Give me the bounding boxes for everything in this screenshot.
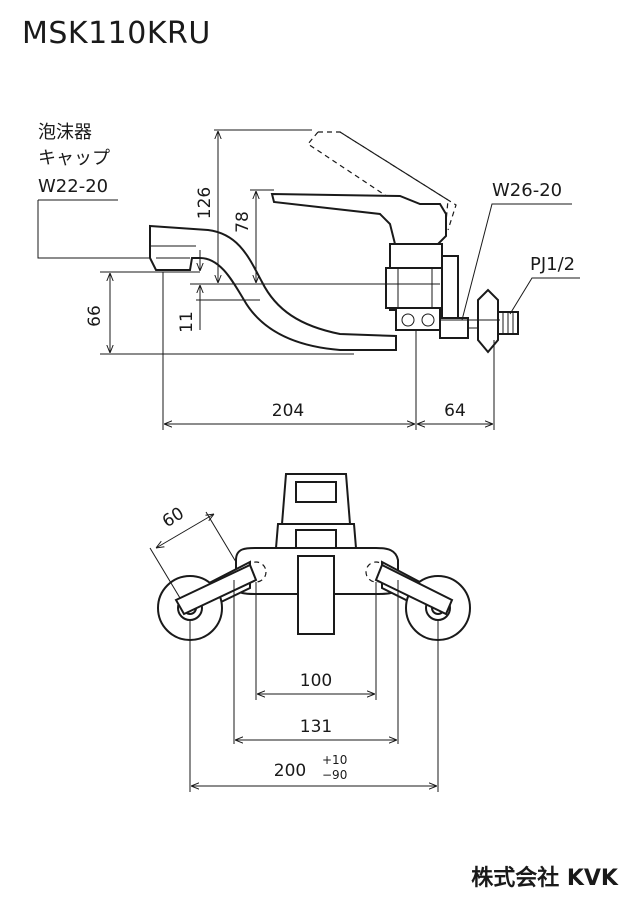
- dim-78-label: 78: [233, 211, 253, 233]
- dim-66-label: 66: [85, 305, 105, 327]
- pipe-leader: [509, 277, 580, 315]
- dim-64-label: 64: [444, 401, 466, 421]
- dim-204-label: 204: [272, 401, 304, 421]
- company-logo: 株式会社 KVK: [471, 866, 618, 891]
- aerator-thread-label: W22-20: [38, 176, 108, 197]
- dim-11-label: 11: [177, 311, 197, 333]
- inlet-thread-label: W26-20: [492, 180, 562, 201]
- lever-handle: [270, 192, 447, 245]
- aerator-leader: [37, 199, 150, 259]
- model-title: MSK110KRU: [22, 16, 211, 51]
- inlet-leader: [461, 203, 572, 321]
- tolerance-plus: +10: [322, 753, 347, 767]
- dim-60-line: [156, 514, 214, 548]
- dim-131-label: 131: [300, 717, 332, 737]
- escutcheon: [477, 288, 499, 354]
- tolerance-minus: −90: [322, 768, 347, 782]
- dim-126-label: 126: [195, 187, 215, 219]
- front-view: 60 100 131 200 +10 −90: [149, 473, 471, 792]
- dim-200-label: 200: [274, 761, 306, 781]
- dim-60-label: 60: [159, 504, 188, 532]
- spout-stem: [297, 555, 335, 635]
- side-view: 126 78 66 11 204 64 泡沫器 キャップ W22-20 W26-…: [37, 122, 580, 430]
- dim-100-label: 100: [300, 671, 332, 691]
- inlet-elbow: [439, 317, 469, 339]
- pipe-thread-label: PJ1/2: [530, 254, 575, 275]
- aerator-label-line1: 泡沫器: [38, 122, 92, 143]
- aerator-label-line2: キャップ: [38, 148, 110, 169]
